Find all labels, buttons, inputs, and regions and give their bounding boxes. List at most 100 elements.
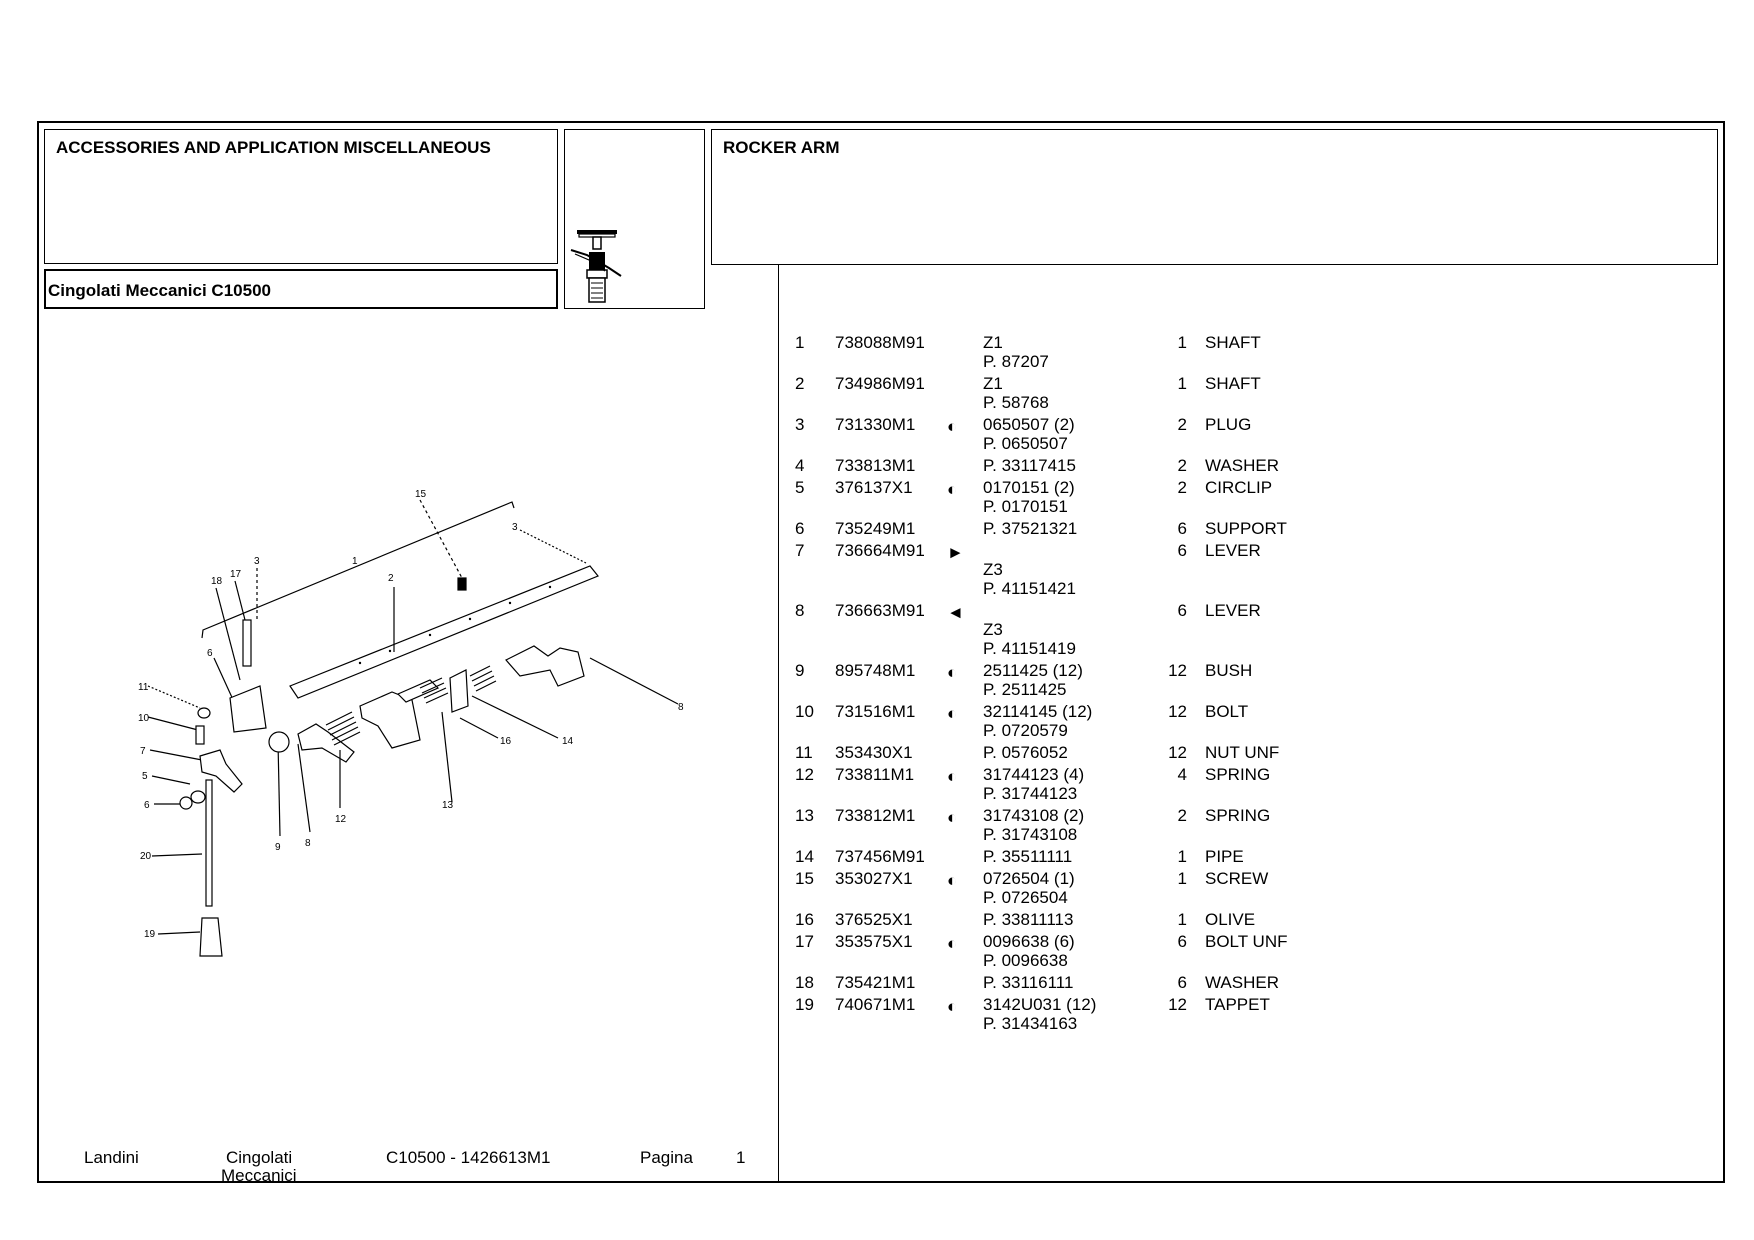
part-reference-line2: P. 0720579: [983, 721, 1068, 740]
part-description: PIPE: [1205, 847, 1244, 866]
engine-part-icon: [570, 230, 622, 303]
part-quantity: 6: [1177, 932, 1187, 951]
part-symbol: ◐: [947, 871, 958, 890]
part-code: 731330M1: [835, 415, 916, 434]
part-code: 740671M1: [835, 995, 916, 1014]
footer-catalog: C10500 - 1426613M1: [386, 1148, 551, 1167]
part-reference: 32114145 (12): [983, 702, 1093, 721]
part-number: 19: [795, 995, 814, 1014]
part-description: BOLT UNF: [1205, 932, 1288, 951]
part-quantity: 2: [1177, 478, 1187, 497]
part-quantity: 1: [1177, 910, 1187, 929]
part-reference: Z1: [983, 374, 1003, 393]
part-description: WASHER: [1205, 456, 1279, 475]
part-quantity: 2: [1177, 806, 1187, 825]
callout-19: 19: [144, 929, 156, 940]
callout-1: 1: [352, 556, 358, 567]
rocker-arm-exploded-diagram: 1 2 3 3 17 18 6 11 10 7 5 6 20 19 9: [138, 489, 684, 957]
part-code: 736664M91: [835, 541, 925, 560]
part-description: SPRING: [1205, 806, 1271, 825]
part-reference-line3: P. 41151421: [983, 579, 1076, 598]
part-description: OLIVE: [1205, 910, 1256, 929]
part-reference: P. 35511111: [983, 847, 1073, 866]
callout-14: 14: [562, 736, 574, 747]
part-reference: 0170151 (2): [983, 478, 1075, 497]
callout-12: 12: [335, 814, 347, 825]
part-reference: Z1: [983, 333, 1003, 352]
part-number: 2: [795, 374, 805, 393]
callout-17: 17: [230, 569, 242, 580]
part-reference-line3: P. 41151419: [983, 639, 1076, 658]
part-description: SHAFT: [1205, 333, 1261, 352]
footer-page-number: 1: [736, 1148, 746, 1167]
part-description: SCREW: [1205, 869, 1269, 888]
part-description: BOLT: [1205, 702, 1249, 721]
part-symbol: ◐: [947, 808, 958, 827]
part-code: 736663M91: [835, 601, 925, 620]
callout-13: 13: [442, 800, 454, 811]
part-number: 12: [795, 765, 814, 784]
part-reference-line2: P. 87207: [983, 352, 1049, 371]
callout-4: 5: [142, 771, 148, 782]
callout-5: 6: [144, 800, 150, 811]
part-code: 737456M91: [835, 847, 925, 866]
column-divider: [778, 265, 779, 1183]
page-title: ROCKER ARM: [723, 138, 840, 157]
part-code: 353575X1: [835, 932, 913, 951]
part-number: 14: [795, 847, 814, 866]
part-reference: P. 33811113: [983, 910, 1074, 929]
part-description: WASHER: [1205, 973, 1279, 992]
part-quantity: 1: [1177, 333, 1187, 352]
part-number: 13: [795, 806, 814, 825]
part-reference: 31743108 (2): [983, 806, 1085, 825]
part-number: 15: [795, 869, 814, 888]
part-code: 734986M91: [835, 374, 925, 393]
part-symbol: ►: [947, 543, 964, 562]
callout-7: 7: [140, 746, 146, 757]
part-number: 9: [795, 661, 805, 680]
part-reference-line2: P. 31743108: [983, 825, 1078, 844]
footer-page-label: Pagina: [640, 1148, 693, 1167]
part-reference: P. 33116111: [983, 973, 1074, 992]
callout-11: 11: [138, 682, 149, 693]
part-number: 16: [795, 910, 814, 929]
part-number: 17: [795, 932, 814, 951]
part-reference: 0726504 (1): [983, 869, 1075, 888]
part-quantity: 2: [1177, 456, 1187, 475]
callout-10: 10: [138, 713, 150, 724]
part-row: 13 733812M1 ◐ 31743108 (2) 2 SPRING P. 3174310…: [795, 806, 1715, 847]
part-description: BUSH: [1205, 661, 1253, 680]
part-quantity: 6: [1177, 973, 1187, 992]
part-reference-line2: P. 0650507: [983, 434, 1068, 453]
part-symbol: ◐: [947, 767, 958, 786]
part-number: 11: [795, 743, 813, 762]
part-quantity: 12: [1168, 995, 1187, 1014]
part-reference: 31744123 (4): [983, 765, 1085, 784]
part-quantity: 12: [1168, 702, 1187, 721]
part-code: 733812M1: [835, 806, 916, 825]
part-reference-line2: P. 2511425: [983, 680, 1067, 699]
part-reference: 0096638 (6): [983, 932, 1075, 951]
part-number: 4: [795, 456, 805, 475]
part-code: 735249M1: [835, 519, 916, 538]
part-reference-line2: P. 0170151: [983, 497, 1068, 516]
part-description: SPRING: [1205, 765, 1271, 784]
page-frame: [37, 121, 1725, 1183]
part-symbol: ◐: [947, 997, 958, 1016]
part-reference: 3142U031 (12): [983, 995, 1097, 1014]
part-symbol: ◐: [947, 480, 958, 499]
part-description: TAPPET: [1205, 995, 1270, 1014]
part-quantity: 4: [1177, 765, 1187, 784]
part-quantity: 1: [1177, 869, 1187, 888]
callout-8b: 8: [678, 702, 684, 713]
